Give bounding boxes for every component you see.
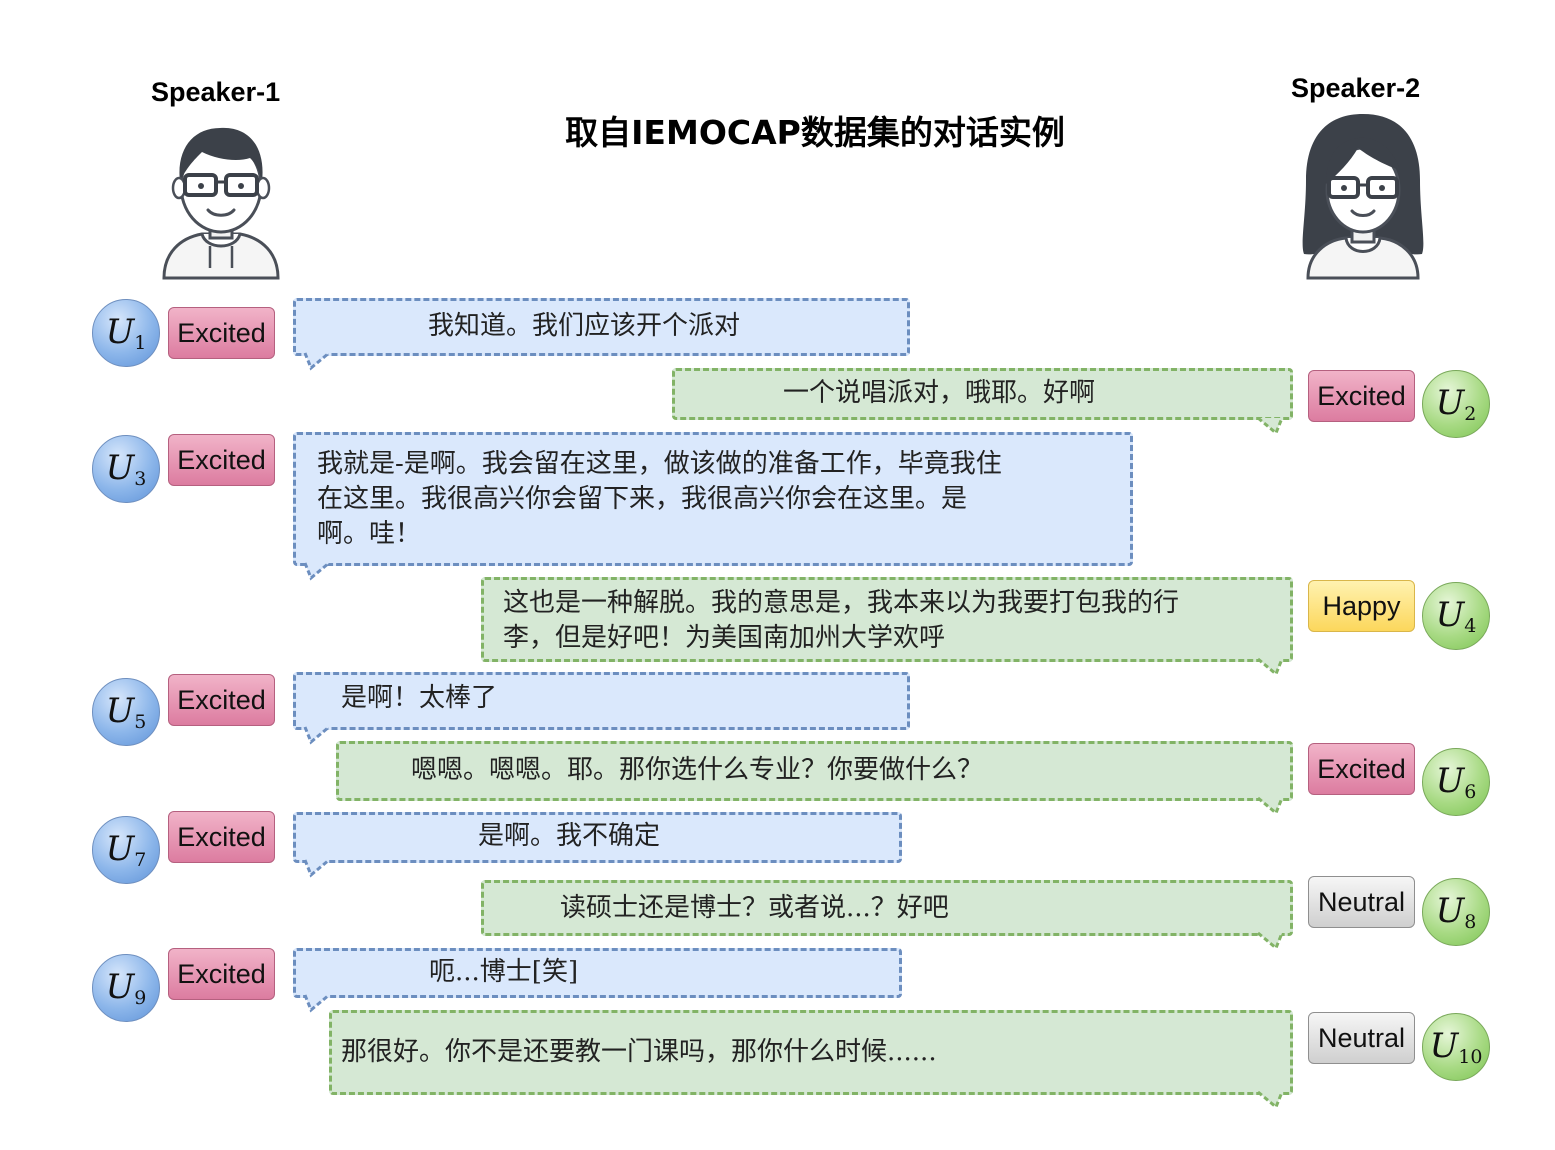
- utterance-index: 10: [1458, 1046, 1483, 1068]
- emotion-badge-10: Neutral: [1308, 1012, 1415, 1064]
- utterance-index: 6: [1464, 781, 1477, 803]
- utterance-symbol: U: [1429, 1026, 1459, 1066]
- utterance-text-3-line-3: 啊。哇！: [317, 519, 422, 549]
- utterance-text-10: 那很好。你不是还要教一门课吗，那你什么时候......: [341, 1037, 937, 1067]
- speaker-2-label: Speaker-2: [1291, 73, 1421, 103]
- utterance-symbol: U: [1435, 761, 1465, 801]
- utterance-bubble-3: 我就是-是啊。我会留在这里，做该做的准备工作，毕竟我住 在这里。我很高兴你会留下…: [293, 432, 1133, 566]
- utterance-label-4: U4: [1422, 582, 1490, 650]
- utterance-symbol: U: [105, 691, 135, 731]
- emotion-badge-8: Neutral: [1308, 876, 1415, 928]
- female-avatar-icon: [1302, 114, 1424, 280]
- utterance-index: 3: [134, 468, 147, 490]
- utterance-text-9: 呃...博士[笑]: [429, 957, 579, 987]
- emotion-badge-7: Excited: [168, 811, 275, 863]
- emotion-badge-4: Happy: [1308, 580, 1415, 632]
- emotion-badge-1: Excited: [168, 307, 275, 359]
- emotion-badge-5: Excited: [168, 674, 275, 726]
- bubble-tail: [303, 858, 330, 878]
- utterance-text-7: 是啊。我不确定: [478, 821, 661, 851]
- utterance-label-10: U10: [1422, 1013, 1490, 1081]
- utterance-label-2: U2: [1422, 370, 1490, 438]
- utterance-text-3-line-1: 我就是-是啊。我会留在这里，做该做的准备工作，毕竟我住: [317, 449, 1002, 479]
- utterance-text-5: 是啊！太棒了: [341, 683, 498, 713]
- utterance-symbol: U: [1435, 891, 1465, 931]
- bubble-tail: [1257, 931, 1284, 951]
- utterance-index: 7: [134, 849, 147, 871]
- utterance-index: 2: [1464, 403, 1477, 425]
- utterance-label-5: U5: [92, 678, 160, 746]
- utterance-bubble-1: 我知道。我们应该开个派对: [293, 298, 910, 356]
- utterance-index: 5: [134, 711, 147, 733]
- utterance-label-1: U1: [92, 299, 160, 367]
- utterance-index: 4: [1464, 615, 1477, 637]
- bubble-tail: [1257, 657, 1284, 677]
- emotion-badge-6: Excited: [1308, 743, 1415, 795]
- utterance-index: 8: [1464, 911, 1477, 933]
- bubble-tail: [303, 993, 330, 1013]
- utterance-symbol: U: [105, 967, 135, 1007]
- utterance-label-6: U6: [1422, 748, 1490, 816]
- utterance-bubble-7: 是啊。我不确定: [293, 812, 902, 863]
- emotion-badge-3: Excited: [168, 434, 275, 486]
- bubble-tail: [303, 725, 330, 745]
- utterance-text-8: 读硕士还是博士？或者说...？好吧: [560, 893, 949, 923]
- utterance-index: 1: [134, 332, 147, 354]
- utterance-bubble-4: 这也是一种解脱。我的意思是，我本来以为我要打包我的行 李，但是好吧！为美国南加州…: [481, 577, 1293, 662]
- utterance-label-8: U8: [1422, 878, 1490, 946]
- utterance-bubble-6: 嗯嗯。嗯嗯。耶。那你选什么专业？你要做什么？: [336, 741, 1293, 801]
- utterance-text-4-line-1: 这也是一种解脱。我的意思是，我本来以为我要打包我的行: [503, 588, 1180, 618]
- utterance-text-2: 一个说唱派对，哦耶。好啊: [783, 378, 1096, 408]
- utterance-bubble-5: 是啊！太棒了: [293, 672, 910, 730]
- utterance-label-3: U3: [92, 435, 160, 503]
- utterance-text-6: 嗯嗯。嗯嗯。耶。那你选什么专业？你要做什么？: [411, 755, 984, 785]
- utterance-symbol: U: [105, 312, 135, 352]
- utterance-label-7: U7: [92, 816, 160, 884]
- utterance-text-4-line-2: 李，但是好吧！为美国南加州大学欢呼: [503, 623, 946, 653]
- utterance-text-1: 我知道。我们应该开个派对: [428, 311, 741, 341]
- utterance-text-3-line-2: 在这里。我很高兴你会留下来，我很高兴你会在这里。是: [317, 484, 968, 514]
- bubble-tail: [1257, 796, 1284, 816]
- utterance-symbol: U: [1435, 383, 1465, 423]
- utterance-symbol: U: [1435, 595, 1465, 635]
- utterance-label-9: U9: [92, 954, 160, 1022]
- utterance-bubble-10: 那很好。你不是还要教一门课吗，那你什么时候......: [329, 1010, 1293, 1095]
- utterance-bubble-2: 一个说唱派对，哦耶。好啊: [672, 368, 1293, 420]
- bubble-tail: [303, 351, 330, 371]
- bubble-tail: [1257, 416, 1284, 436]
- utterance-bubble-9: 呃...博士[笑]: [293, 948, 902, 998]
- diagram-title: 取自IEMOCAP数据集的对话实例: [565, 113, 1065, 152]
- utterance-symbol: U: [105, 448, 135, 488]
- emotion-badge-9: Excited: [168, 948, 275, 1000]
- utterance-bubble-8: 读硕士还是博士？或者说...？好吧: [481, 880, 1293, 936]
- bubble-tail: [1257, 1090, 1284, 1110]
- male-avatar-icon: [162, 127, 280, 280]
- utterance-symbol: U: [105, 829, 135, 869]
- utterance-index: 9: [134, 987, 147, 1009]
- bubble-tail: [303, 561, 330, 581]
- emotion-badge-2: Excited: [1308, 370, 1415, 422]
- speaker-1-label: Speaker-1: [151, 77, 281, 107]
